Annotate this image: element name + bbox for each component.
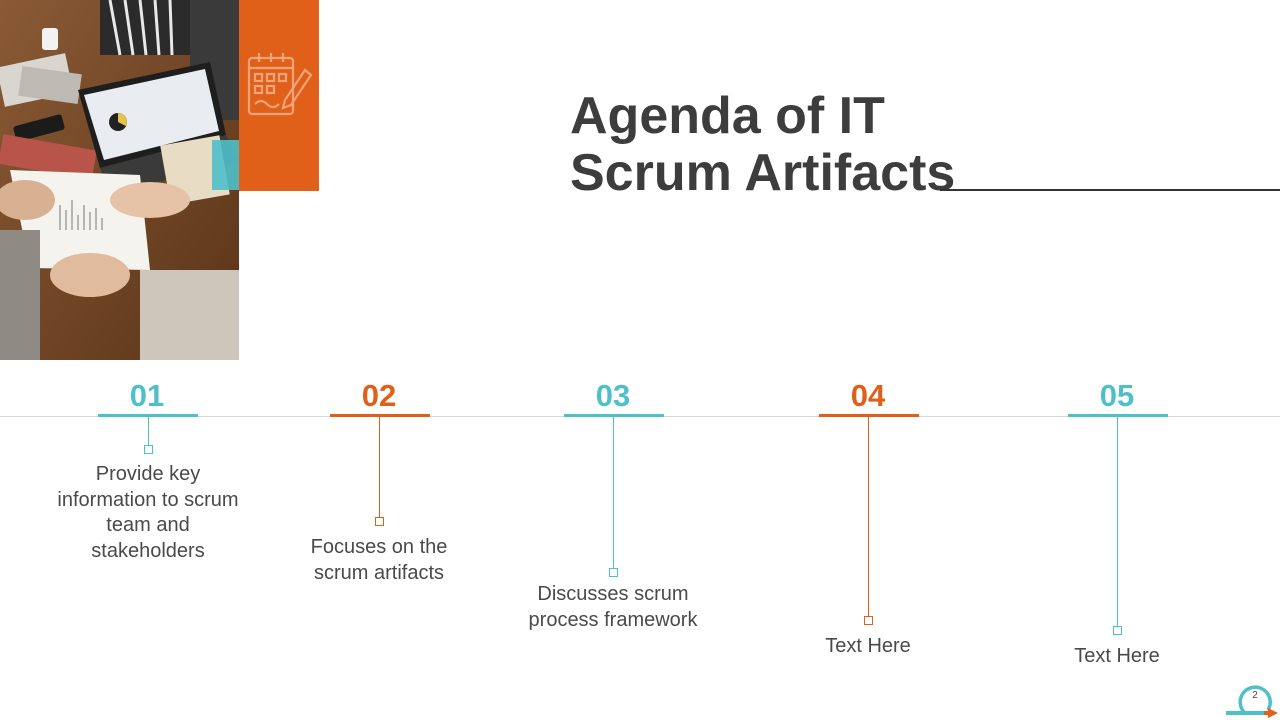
agenda-node bbox=[144, 445, 153, 454]
agenda-node bbox=[375, 517, 384, 526]
agenda-node bbox=[864, 616, 873, 625]
page-number: 2 bbox=[1252, 690, 1258, 701]
agenda-node bbox=[609, 568, 618, 577]
agenda-text: Discusses scrum process framework bbox=[528, 583, 698, 631]
teal-accent-stripe bbox=[212, 140, 239, 190]
agenda-connector bbox=[868, 417, 869, 616]
slide-title: Agenda of IT Scrum Artifacts bbox=[570, 87, 956, 202]
agenda-number: 01 bbox=[129, 378, 165, 413]
calendar-pencil-icon bbox=[247, 53, 313, 116]
agenda-text: Provide key information to scrum team an… bbox=[57, 463, 239, 562]
agenda-text: Text Here bbox=[1074, 645, 1160, 667]
agenda-connector bbox=[148, 417, 149, 445]
agenda-node bbox=[1113, 626, 1122, 635]
circular-arrow-logo-icon bbox=[1226, 685, 1278, 718]
agenda-number: 03 bbox=[595, 378, 631, 413]
agenda-number: 02 bbox=[361, 378, 397, 413]
agenda-number: 04 bbox=[850, 378, 886, 413]
agenda-text: Focuses on the scrum artifacts bbox=[310, 536, 448, 584]
agenda-connector bbox=[379, 417, 380, 517]
title-underline bbox=[940, 189, 1280, 191]
agenda-connector bbox=[613, 417, 614, 569]
agenda-number: 05 bbox=[1099, 378, 1135, 413]
timeline-baseline bbox=[0, 416, 1280, 417]
agenda-connector bbox=[1117, 417, 1118, 626]
agenda-text: Text Here bbox=[825, 635, 911, 657]
meeting-photo bbox=[0, 0, 239, 360]
orange-accent-block bbox=[239, 0, 319, 191]
